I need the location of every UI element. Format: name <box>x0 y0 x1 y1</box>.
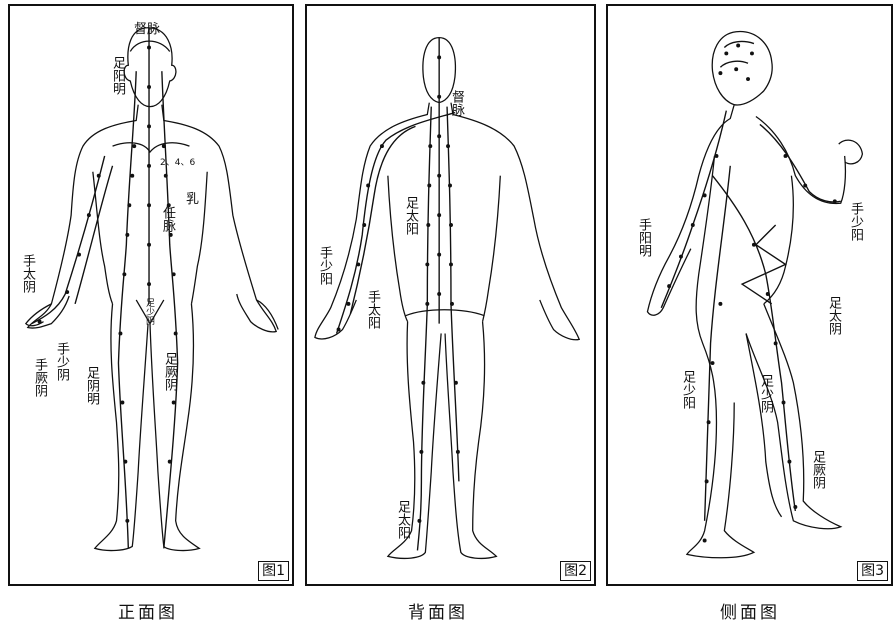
back-acupoint-dots <box>337 55 460 522</box>
side-body-figure <box>608 6 891 584</box>
label-shou-shaoyin: 手少阴 <box>54 342 69 381</box>
label-zu-shaoyin-side: 足少阴 <box>758 374 773 413</box>
figure-badge-3: 图3 <box>857 561 888 581</box>
label-zu-jueyin-side: 足厥阴 <box>810 450 825 489</box>
figure-badge-2: 图2 <box>560 561 591 581</box>
label-shou-yangming: 手阳明 <box>636 218 651 257</box>
label-du-mai: 督脉 <box>134 22 160 37</box>
figure-badge-1: 图1 <box>258 561 289 581</box>
label-zu-taiyang-lower: 足太阳 <box>395 500 410 539</box>
label-shou-taiyin: 手太阴 <box>20 254 35 293</box>
label-ru: 乳 <box>186 192 199 207</box>
back-view-panel: 督脉 足太阳 手少阳 手太阳 足太阳 图2 <box>305 4 596 586</box>
label-rib-numbers: 2、4、6 <box>160 158 195 168</box>
label-zu-yangming: 足阳明 <box>110 56 125 95</box>
side-view-panel: 手阳明 手少阳 足太阴 足少阳 足少阴 足厥阴 图3 <box>606 4 893 586</box>
front-view-panel: 督脉 足阳明 2、4、6 乳 任脉 手太阴 足少阴 手厥阴 手少阴 足阴明 足厥… <box>8 4 294 586</box>
label-zu-jueyin-front: 足厥阴 <box>162 352 177 391</box>
label-zu-yinming: 足阴明 <box>84 366 99 405</box>
label-zu-taiyin: 足太阴 <box>826 296 841 335</box>
caption-back-view: 背面图 <box>408 598 468 623</box>
label-ren-mai: 任脉 <box>160 206 175 232</box>
label-zu-shaoyin-front: 足少阴 <box>144 298 154 325</box>
front-body-figure <box>10 6 292 584</box>
label-zu-taiyang-upper: 足太阳 <box>403 196 418 235</box>
label-shou-shaoyang-side: 手少阳 <box>848 202 863 241</box>
label-shou-shaoyang-back: 手少阳 <box>317 246 332 285</box>
label-shou-jueyin: 手厥阴 <box>32 358 47 397</box>
label-shou-taiyang: 手太阳 <box>365 290 380 329</box>
label-zu-shaoyang: 足少阳 <box>680 370 695 409</box>
caption-side-view: 侧面图 <box>720 598 780 623</box>
label-du-mai-back: 督脉 <box>449 90 464 116</box>
caption-front-view: 正面图 <box>118 598 178 623</box>
